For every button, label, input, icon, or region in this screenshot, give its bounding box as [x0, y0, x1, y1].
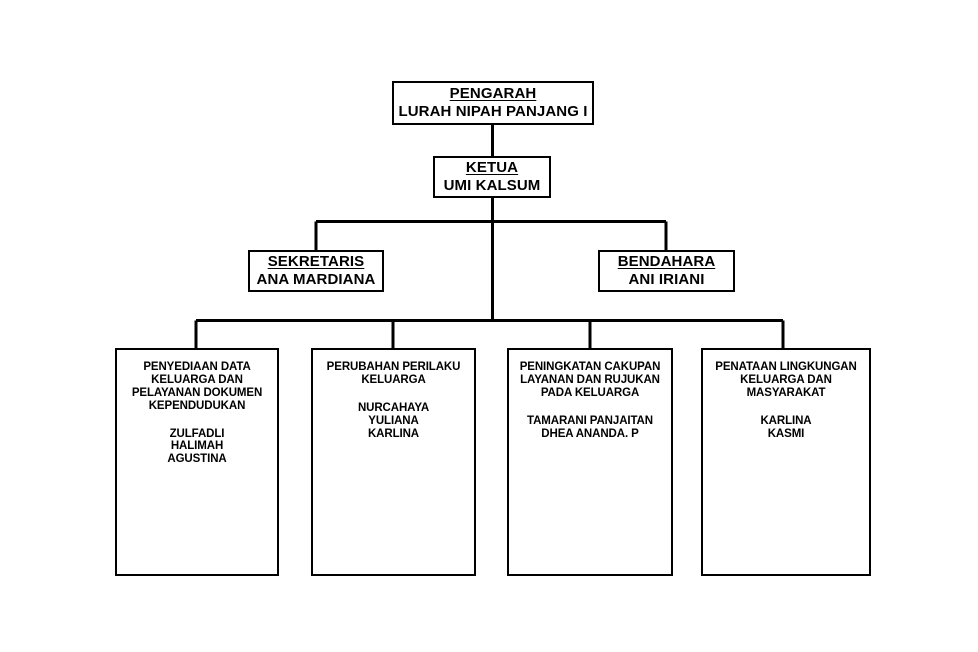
program-heading-line: PENYEDIAAN DATA [143, 361, 251, 373]
sekretaris-title: SEKRETARIS [267, 252, 365, 270]
program-staff-name: TAMARANI PANJAITAN [527, 414, 653, 427]
sekretaris-name: ANA MARDIANA [256, 270, 376, 288]
program-heading-line: PELAYANAN DOKUMEN [131, 386, 263, 399]
program-heading-line: PENINGKATAN CAKUPAN [519, 361, 661, 373]
program-staff-name: YULIANA [368, 414, 419, 427]
program-spacer [123, 413, 271, 428]
program-staff-name: AGUSTINA [167, 453, 227, 466]
program-staff-name: DHEA ANANDA. P [541, 427, 639, 440]
bendahara-title: BENDAHARA [617, 252, 716, 270]
program-heading-line: PERUBAHAN PERILAKU [326, 361, 461, 373]
pengarah-title: PENGARAH [449, 84, 537, 102]
node-sekretaris: SEKRETARIS ANA MARDIANA [248, 250, 384, 292]
node-ketua: KETUA UMI KALSUM [433, 156, 551, 198]
program-staff-name: NURCAHAYA [357, 401, 430, 414]
program-heading-line: MASYARAKAT [746, 386, 826, 399]
ketua-title: KETUA [465, 158, 519, 176]
program-heading-line: KEPENDUDUKAN [148, 399, 246, 412]
program-staff-name: KARLINA [760, 414, 812, 427]
program-spacer [515, 400, 665, 415]
program-spacer [319, 387, 468, 402]
program-heading-line: KELUARGA DAN [740, 373, 832, 386]
program-staff-name: ZULFADLI [169, 427, 225, 440]
program-spacer [709, 400, 863, 415]
program-staff-name: KARLINA [367, 427, 420, 440]
program-heading-line: PENATAAN LINGKUNGAN [715, 361, 857, 373]
pengarah-name: LURAH NIPAH PANJANG I [398, 102, 588, 120]
ketua-name: UMI KALSUM [443, 176, 541, 194]
bendahara-name: ANI IRIANI [628, 270, 705, 288]
program-heading-line: KELUARGA [361, 373, 426, 386]
node-bendahara: BENDAHARA ANI IRIANI [598, 250, 735, 292]
program-staff-name: KASMI [767, 427, 805, 440]
program-heading-line: LAYANAN DAN RUJUKAN [520, 373, 660, 386]
program-heading-line: PADA KELUARGA [540, 386, 640, 399]
node-pengarah: PENGARAH LURAH NIPAH PANJANG I [392, 81, 594, 125]
program-heading-line: KELUARGA DAN [151, 373, 243, 386]
program-staff-name: HALIMAH [170, 440, 224, 453]
